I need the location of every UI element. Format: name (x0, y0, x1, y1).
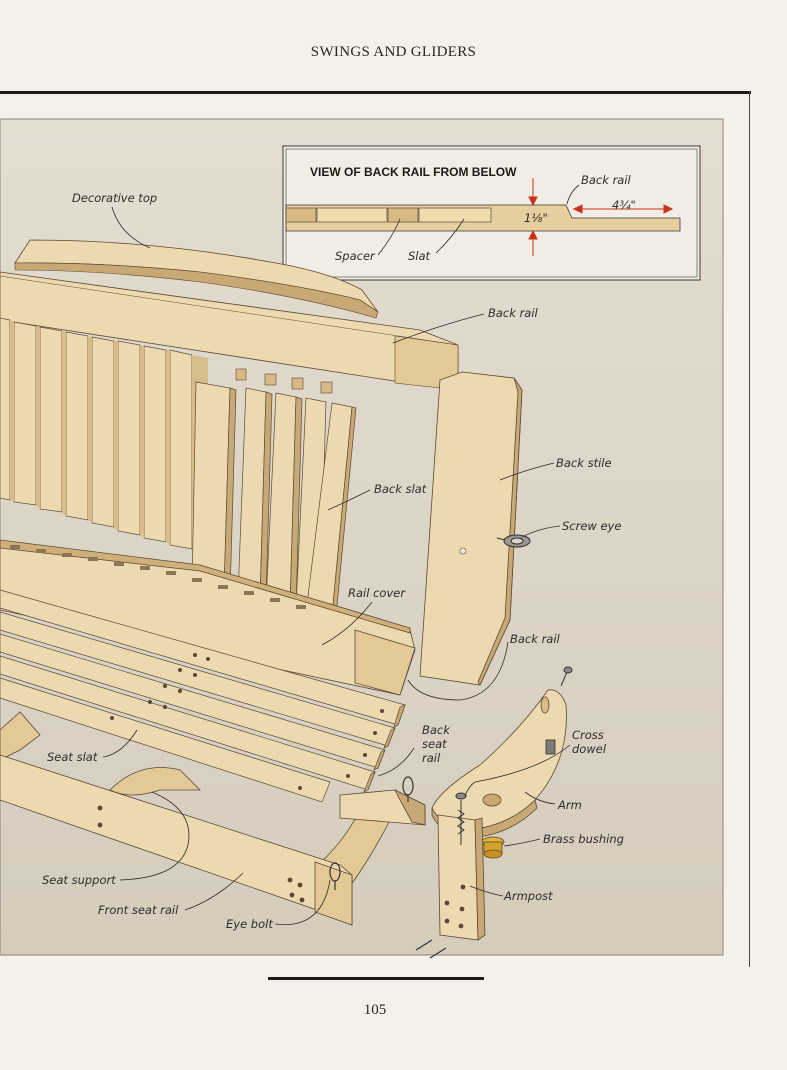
back-slats-exploded (191, 381, 357, 617)
label-decorative-top: Decorative top (72, 191, 157, 205)
label-armpost: Armpost (503, 889, 553, 903)
label-back-stile: Back stile (556, 456, 612, 470)
inset-label-back-rail: Back rail (581, 173, 632, 187)
lag-screws-hardware (415, 939, 447, 959)
inset-slat (418, 207, 492, 223)
inset-title: VIEW OF BACK RAIL FROM BELOW (310, 165, 517, 179)
inset-spacer (387, 207, 419, 223)
label-cross-dowel-line2: dowel (572, 742, 607, 756)
running-head: SWINGS AND GLIDERS (310, 44, 477, 60)
inset-back-rail-view: VIEW OF BACK RAIL FROM BELOW 1⅛" 4¾" Bac… (282, 145, 701, 281)
rail-cover-slots (10, 545, 306, 609)
label-arm: Arm (557, 798, 582, 812)
label-seat-support: Seat support (42, 873, 116, 887)
label-rail-cover: Rail cover (348, 586, 406, 600)
label-brass-bushing: Brass bushing (543, 832, 624, 846)
seat-slats (0, 589, 406, 803)
decorative-top-part (14, 239, 379, 319)
label-cross-dowel-line1: Cross (572, 728, 604, 742)
armpost-part (437, 814, 486, 941)
inset-label-slat: Slat (408, 249, 431, 263)
brass-bushing-hardware (481, 836, 505, 859)
top-rule (0, 91, 751, 94)
leader-lines (102, 206, 571, 926)
arm-bolt-hardware (560, 666, 573, 687)
armpost-bolt-hardware (455, 792, 467, 845)
label-back-seat-rail-line1: Back (422, 723, 451, 737)
inset-label-height: 1⅛" (524, 211, 548, 225)
bottom-rule (268, 977, 484, 980)
label-screw-eye: Screw eye (562, 519, 621, 533)
label-back-rail-lower: Back rail (510, 632, 561, 646)
inset-label-width: 4¾" (612, 198, 636, 212)
inset-width-dimension (572, 204, 674, 214)
page-number: 105 (363, 1002, 387, 1018)
label-back-slat: Back slat (374, 482, 427, 496)
seat-slat-screw-holes (110, 653, 384, 790)
label-back-seat-rail-line2: seat (422, 737, 447, 751)
front-seat-rail-part (0, 754, 353, 926)
label-back-rail-top: Back rail (488, 306, 539, 320)
label-eye-bolt: Eye bolt (226, 917, 273, 931)
back-stile-part (419, 371, 523, 686)
label-front-seat-rail: Front seat rail (98, 903, 179, 917)
label-back-seat-rail-line3: rail (422, 751, 441, 765)
inset-spacer (285, 207, 317, 223)
inset-label-spacer: Spacer (335, 249, 376, 263)
inset-height-dimension (528, 178, 538, 256)
cross-dowel-hardware (545, 739, 556, 755)
frame-right-rule (749, 91, 750, 967)
inset-slat (316, 207, 388, 223)
screw-eye-hardware (496, 534, 531, 548)
label-seat-slat: Seat slat (47, 750, 98, 764)
spacer-blocks (235, 368, 333, 394)
eye-bolt-hardware (329, 776, 414, 890)
